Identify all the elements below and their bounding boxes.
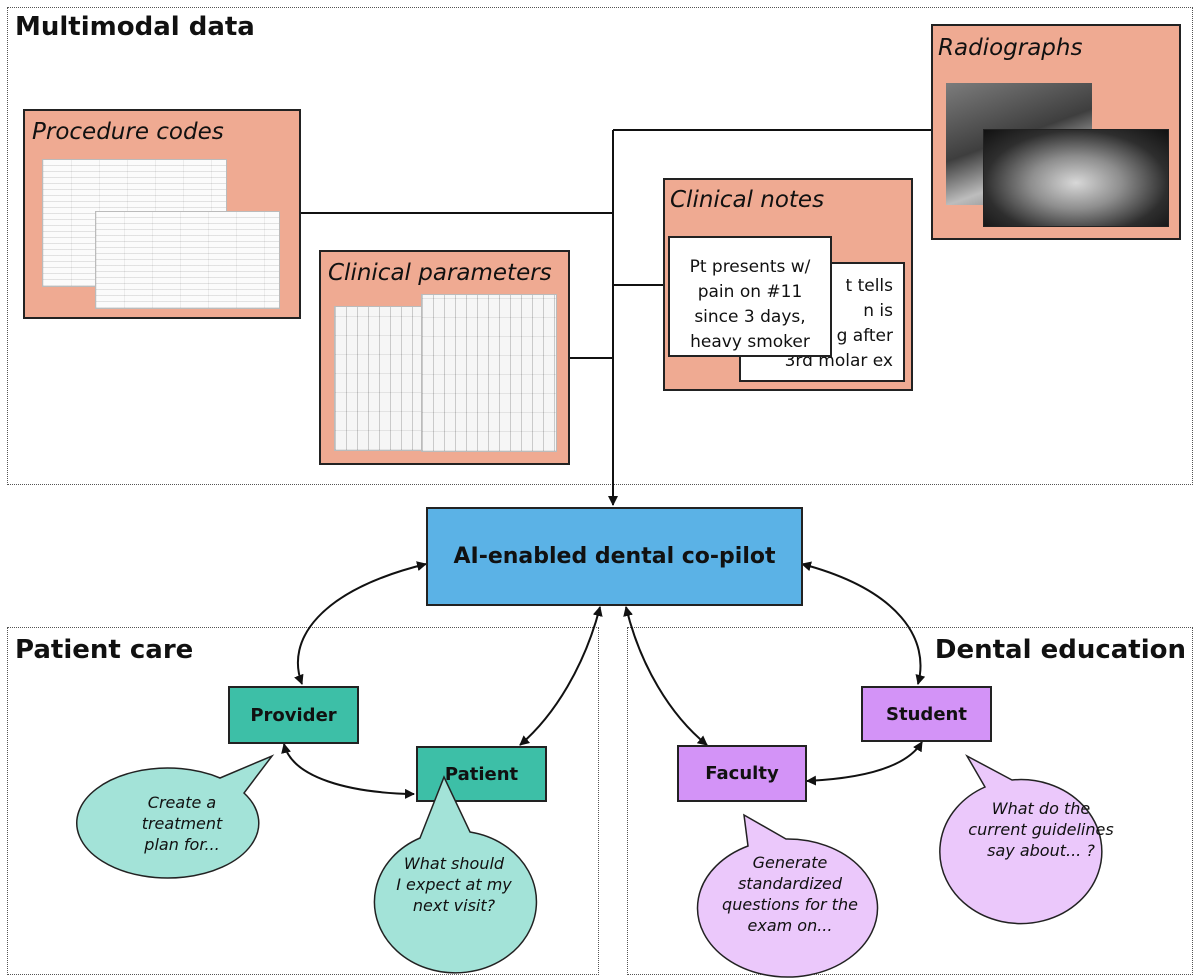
clinical-parameters-card: Clinical parameters [319,250,570,465]
multimodal-data-title: Multimodal data [15,12,255,42]
patient-care-title: Patient care [15,635,194,665]
faculty-box: Faculty [677,745,807,802]
provider-box: Provider [228,686,359,744]
panoramic-radiograph [983,129,1169,227]
patient-speech-bubble [373,775,538,974]
procedure-codes-card: Procedure codes [23,109,301,319]
patient-box: Patient [416,746,547,802]
bubble-line: Create a [147,792,217,812]
bubble-line: questions for the [722,895,858,914]
note-line: heavy smoker [690,332,810,352]
bubble-line: plan for... [144,834,220,854]
bubble-line: say about... ? [987,840,1095,860]
faculty-bubble-text: Generate standardized questions for the … [690,846,890,942]
bubble-line: next visit? [412,895,496,915]
provider-patient-arrow [281,743,415,799]
note-line: Pt presents w/ [689,257,811,277]
provider-speech-bubble [76,754,275,879]
dental-education-title: Dental education [934,635,1186,665]
bubble-line: treatment [141,813,223,833]
student-bubble-text: What do the current guidelines say about… [941,794,1141,864]
clinical-notes-title: Clinical notes [670,187,825,213]
note-line: t tells [845,276,894,296]
multimodal-data-region [7,7,1193,485]
dental-copilot-hub: AI-enabled dental co-pilot [426,507,803,606]
student-speech-bubble [939,754,1103,925]
radiographs-card: Radiographs [931,24,1181,240]
bubble-line: current guidelines [968,819,1114,839]
clinical-parameters-title: Clinical parameters [328,260,552,286]
hub-faculty-arrow [623,606,708,746]
note-line: since 3 days, [694,307,806,327]
hub-provider-arrow [294,561,427,685]
clinical-note-front: Pt presents w/ pain on #11 since 3 days,… [668,236,832,357]
provider-bubble-text: Create a treatment plan for... [92,786,272,860]
bubble-line: What do the [991,798,1091,818]
bubble-line: What should [403,853,505,873]
note-line: pain on #11 [697,282,803,302]
bubble-line: standardized [737,874,843,893]
procedure-codes-spreadsheet [95,211,280,309]
clinical-notes-card: Clinical notes t tells n is g after 3rd … [663,178,913,391]
student-box: Student [861,686,992,742]
procedure-codes-title: Procedure codes [32,119,224,145]
periodontal-chart [421,294,557,452]
patient-bubble-text: What should I expect at my next visit? [354,844,554,924]
faculty-student-arrow [806,741,923,786]
bubble-line: Generate [752,853,828,872]
hub-patient-arrow [519,606,603,746]
radiographs-title: Radiographs [938,35,1083,61]
bubble-line: I expect at my [396,874,512,894]
bubble-line: exam on... [747,916,833,935]
note-line: g after [836,326,893,346]
faculty-speech-bubble [696,813,879,978]
note-line: n is [863,301,893,321]
hub-student-arrow [801,561,926,685]
